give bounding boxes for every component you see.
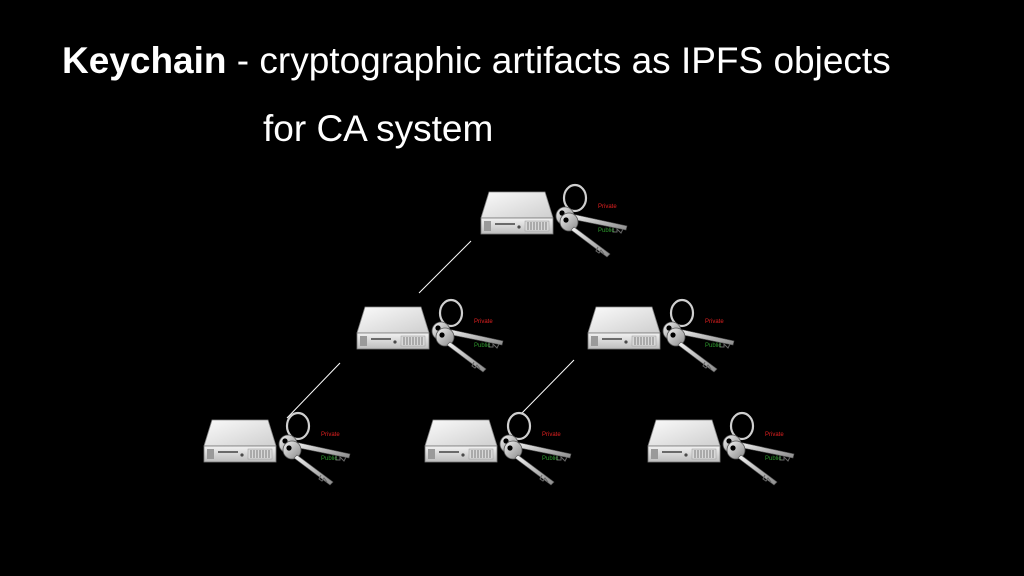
public-key-label: Public	[474, 343, 490, 349]
nodes-layer: PrivatePublicPrivatePublicPrivatePublicP…	[203, 183, 796, 487]
public-key-label: Public	[765, 456, 781, 462]
server-icon	[203, 419, 277, 463]
server-icon	[424, 419, 498, 463]
edge-mid-right-to-leaf-center	[520, 359, 575, 415]
private-key-label: Private	[321, 432, 340, 438]
slide-subtitle: for CA system	[263, 108, 494, 149]
slide-title: Keychain - cryptographic artifacts as IP…	[62, 40, 891, 82]
key-pair-icon	[554, 183, 629, 259]
key-pair-icon	[277, 411, 352, 487]
title-keyword: Keychain	[62, 40, 227, 81]
key-pair-icon	[498, 411, 573, 487]
private-key-label: Private	[705, 319, 724, 325]
private-key-label: Private	[765, 432, 784, 438]
private-key-label: Private	[474, 319, 493, 325]
public-key-label: Public	[321, 456, 337, 462]
key-pair-icon	[661, 298, 736, 374]
edge-mid-left-to-leaf-left	[286, 362, 341, 419]
edges-layer	[286, 240, 575, 419]
server-icon	[647, 419, 721, 463]
key-pair-icon	[721, 411, 796, 487]
server-icon	[356, 306, 430, 350]
public-key-label: Public	[542, 456, 558, 462]
title-description: - cryptographic artifacts as IPFS object…	[226, 40, 891, 81]
private-key-label: Private	[598, 204, 617, 210]
private-key-label: Private	[542, 432, 561, 438]
server-icon	[480, 191, 554, 235]
server-icon	[587, 306, 661, 350]
key-pair-icon	[430, 298, 505, 374]
public-key-label: Public	[705, 343, 721, 349]
edge-root-to-mid-left	[418, 240, 472, 294]
public-key-label: Public	[598, 228, 614, 234]
